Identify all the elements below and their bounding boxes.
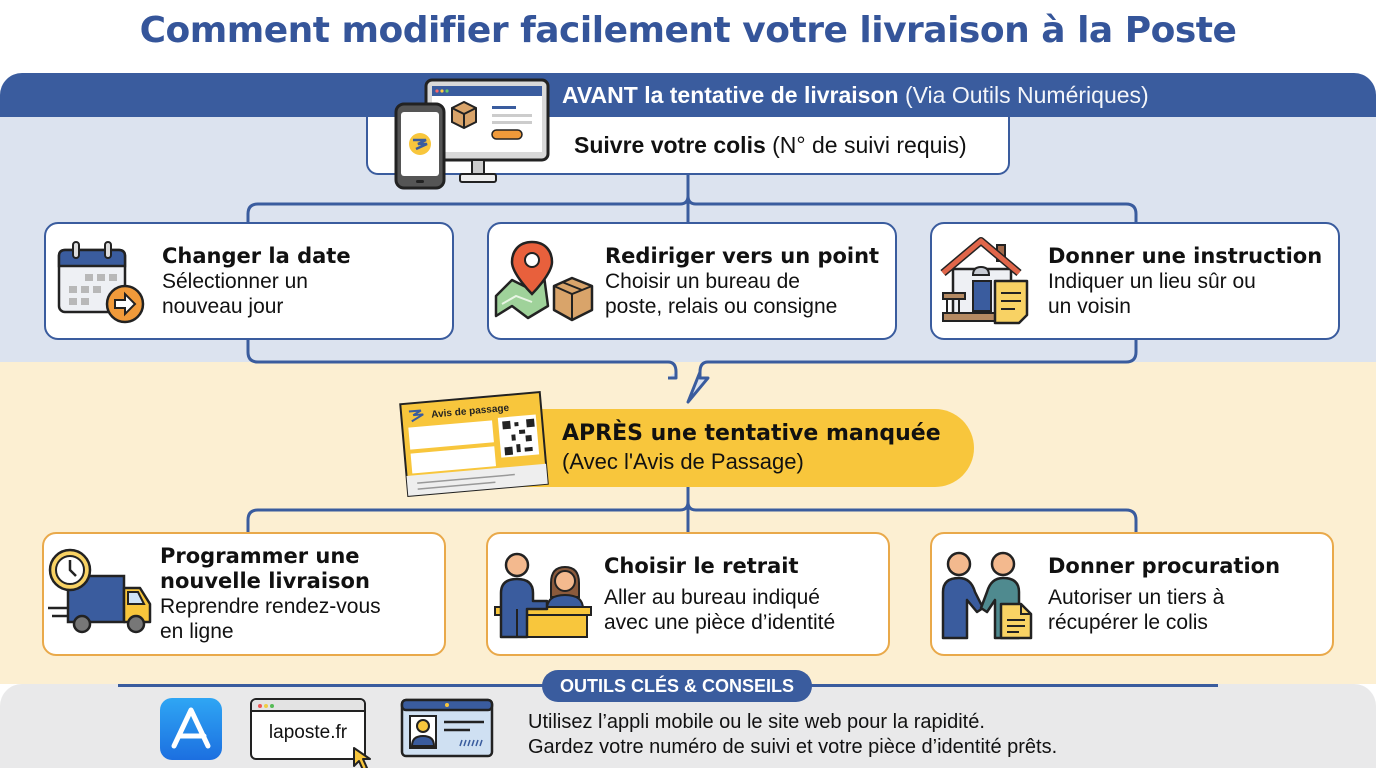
- website-link[interactable]: laposte.fr: [250, 698, 371, 768]
- card-title: Donner une instruction: [1048, 243, 1323, 268]
- card-desc: poste, relais ou consigne: [605, 294, 838, 318]
- browser-bar: [252, 700, 364, 712]
- map-pin-package-icon: [489, 224, 599, 338]
- tip-line: Utilisez l’appli mobile ou le site web p…: [528, 711, 985, 733]
- card-desc: récupérer le colis: [1048, 610, 1208, 634]
- before-section-header-bar: [0, 73, 1376, 117]
- card-change-date[interactable]: Changer la date Sélectionner un nouveau …: [44, 222, 454, 340]
- handshake-document-icon: [932, 534, 1042, 654]
- after-section-header-pill: [480, 409, 974, 487]
- clock-truck-icon: [44, 534, 154, 654]
- after-section-title: APRÈS une tentative manquée (Avec l'Avis…: [562, 420, 941, 476]
- page-title: Comment modifier facilement votre livrai…: [139, 10, 1237, 51]
- card-redirect-point[interactable]: Rediriger vers un point Choisir un burea…: [487, 222, 897, 340]
- website-url: laposte.fr: [268, 722, 348, 743]
- card-desc: Autoriser un tiers à: [1048, 585, 1225, 609]
- card-title: nouvelle livraison: [160, 569, 370, 593]
- card-give-instruction[interactable]: Donner une instruction Indiquer un lieu …: [930, 222, 1340, 340]
- id-card-icon: [400, 698, 494, 758]
- before-title-bold: AVANT la tentative de livraison: [562, 82, 899, 108]
- card-desc: Indiquer un lieu sûr ou: [1048, 269, 1256, 293]
- card-desc: Sélectionner un: [162, 269, 308, 293]
- card-desc: Reprendre rendez-vous: [160, 595, 381, 618]
- card-title: Donner procuration: [1048, 553, 1281, 578]
- card-desc: nouveau jour: [162, 294, 284, 318]
- card-desc: en ligne: [160, 620, 234, 643]
- card-schedule-delivery[interactable]: Programmer une nouvelle livraison Repren…: [42, 532, 446, 656]
- card-title: Changer la date: [162, 243, 351, 268]
- after-title-subtitle: (Avec l'Avis de Passage): [562, 449, 804, 474]
- card-title: Choisir le retrait: [604, 553, 799, 578]
- after-title-bold: APRÈS une tentative manquée: [562, 421, 941, 446]
- calendar-arrow-icon: [46, 224, 156, 338]
- card-desc: avec une pièce d’identité: [604, 610, 836, 634]
- card-choose-pickup[interactable]: Choisir le retrait Aller au bureau indiq…: [486, 532, 890, 656]
- card-desc: Aller au bureau indiqué: [604, 585, 820, 609]
- phone-computer-icon: [394, 78, 550, 190]
- before-section-title: AVANT la tentative de livraison (Via Out…: [562, 82, 1149, 109]
- card-give-proxy[interactable]: Donner procuration Autoriser un tiers à …: [930, 532, 1334, 656]
- app-store-icon[interactable]: [160, 698, 222, 760]
- track-note: (N° de suivi requis): [772, 132, 967, 158]
- house-note-icon: [932, 224, 1042, 338]
- card-title: Rediriger vers un point: [605, 243, 880, 268]
- card-title: Programmer une: [160, 544, 360, 568]
- tip-line: Gardez votre numéro de suivi et votre pi…: [528, 736, 1058, 758]
- card-desc: un voisin: [1048, 294, 1131, 318]
- tools-tips: Utilisez l’appli mobile ou le site web p…: [528, 710, 1057, 760]
- card-desc: Choisir un bureau de: [605, 269, 800, 293]
- track-parcel-label: Suivre votre colis (N° de suivi requis): [574, 132, 967, 159]
- delivery-notice-icon: Avis de passage: [399, 390, 549, 498]
- counter-clerk-icon: [488, 534, 598, 654]
- cursor-icon: [353, 747, 371, 768]
- before-title-subtitle: (Via Outils Numériques): [904, 82, 1149, 108]
- track-title: Suivre votre colis: [574, 132, 766, 158]
- tools-section-badge: OUTILS CLÉS & CONSEILS: [542, 670, 813, 702]
